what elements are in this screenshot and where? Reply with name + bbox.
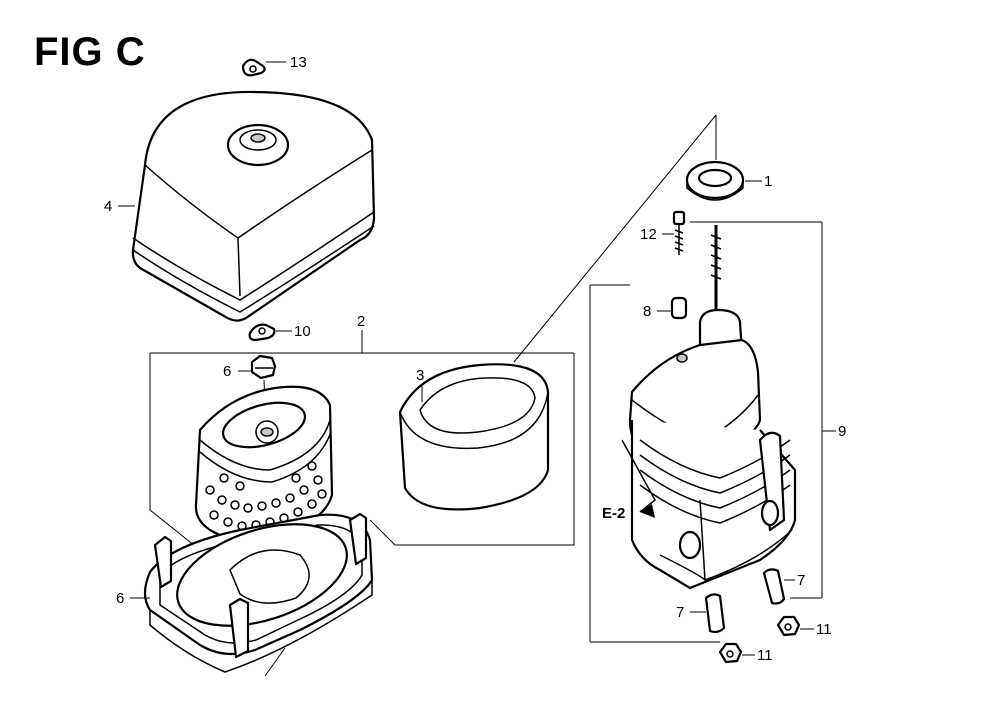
callout-12: 12 xyxy=(640,226,657,243)
callout-10: 10 xyxy=(294,323,311,340)
foam-element-3 xyxy=(398,363,550,511)
collar-8 xyxy=(670,296,688,320)
group-bracket-9 xyxy=(589,221,823,643)
callout-8: 8 xyxy=(643,303,651,320)
perforations xyxy=(205,461,327,531)
callout-9: 9 xyxy=(838,423,846,440)
callout-6: 6 xyxy=(116,590,124,607)
reference-pointer-e2 xyxy=(621,439,656,518)
wing-nut-10 xyxy=(248,323,276,342)
callout-1: 1 xyxy=(764,173,772,190)
tube-7-right xyxy=(762,568,786,605)
callout-13: 13 xyxy=(290,54,307,71)
wing-nut-13 xyxy=(241,58,266,77)
callout-2: 2 xyxy=(357,313,365,330)
reference-label-e2: E-2 xyxy=(602,505,625,522)
callout-7-left: 7 xyxy=(676,604,684,621)
callout-11-right: 11 xyxy=(816,621,832,638)
callout-3: 3 xyxy=(416,367,424,384)
callout-11-left: 11 xyxy=(757,647,773,664)
nut-11-right xyxy=(776,615,801,637)
air-cleaner-element-2 xyxy=(194,385,334,542)
air-cleaner-base-6 xyxy=(143,512,374,673)
callout-7-right: 7 xyxy=(797,572,805,589)
bolt-12 xyxy=(672,210,686,255)
nut-11-left xyxy=(718,642,743,664)
air-cleaner-cover-4 xyxy=(131,90,376,322)
gasket-1 xyxy=(685,160,745,201)
callout-4: 4 xyxy=(104,198,112,215)
figure-title: FIG C xyxy=(34,30,146,74)
tube-7-left xyxy=(704,593,726,634)
callout-5: 6 xyxy=(223,363,231,380)
nut-5 xyxy=(250,354,277,380)
elbow-case-9 xyxy=(628,225,797,590)
leader-diagonal xyxy=(513,114,717,363)
